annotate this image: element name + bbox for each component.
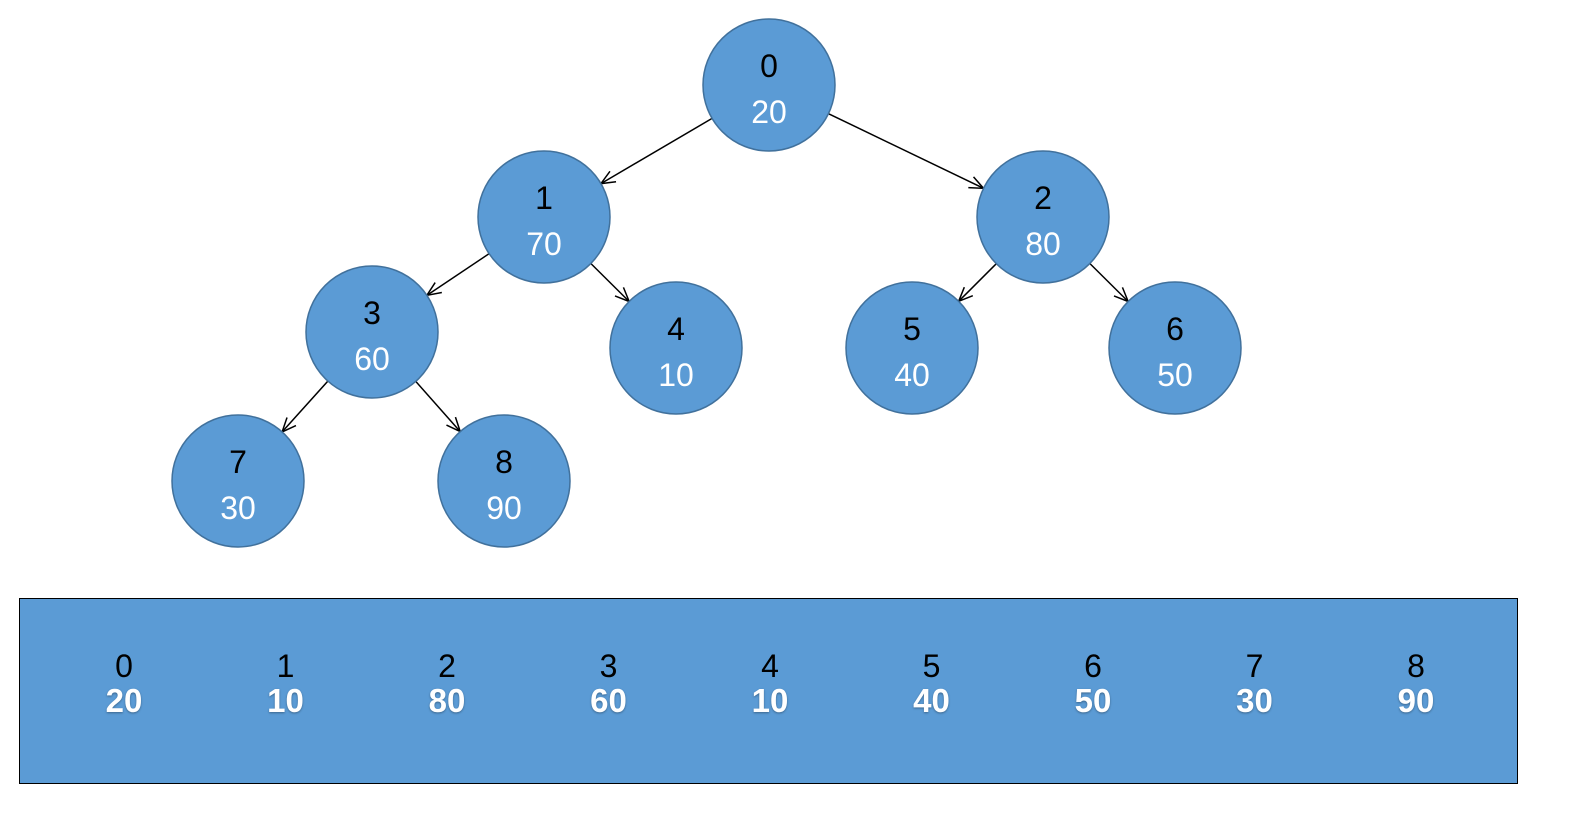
- array-cell-index: 0: [115, 648, 133, 684]
- tree-node-5: 540: [845, 281, 979, 415]
- tree-node-1: 170: [477, 150, 611, 284]
- node-index-label: 8: [495, 444, 513, 480]
- node-circle: [171, 414, 305, 548]
- edge-0-to-2: [828, 112, 983, 189]
- node-circle: [305, 265, 439, 399]
- edge-2-to-6: [1089, 262, 1128, 301]
- array-cell-index: 8: [1407, 648, 1425, 684]
- node-index-label: 2: [1034, 180, 1052, 216]
- node-index-label: 3: [363, 295, 381, 331]
- tree-edges: [282, 112, 1128, 432]
- array-cell-index: 6: [1084, 648, 1102, 684]
- array-cell-value: 20: [105, 682, 143, 719]
- edge-1-to-3: [427, 253, 490, 296]
- array-cell-index: 4: [761, 648, 779, 684]
- node-circle: [609, 281, 743, 415]
- node-index-label: 1: [535, 180, 553, 216]
- node-value-label: 10: [658, 357, 694, 393]
- array-cell-index: 3: [599, 648, 618, 684]
- edge-1-to-4: [590, 262, 629, 301]
- array-cell-value: 30: [1236, 682, 1273, 719]
- array-cell-value: 10: [751, 682, 789, 719]
- tree-node-2: 280: [976, 150, 1110, 284]
- array-cell-value: 60: [590, 682, 627, 719]
- edge-0-to-1: [601, 117, 713, 183]
- node-value-label: 50: [1157, 357, 1193, 393]
- array-cell-value: 80: [428, 682, 466, 719]
- node-value-label: 40: [894, 357, 930, 393]
- array-cell-value: 50: [1074, 682, 1112, 719]
- tree-node-8: 890: [437, 414, 571, 548]
- node-value-label: 90: [486, 490, 522, 526]
- node-index-label: 0: [760, 48, 778, 84]
- node-circle: [976, 150, 1110, 284]
- node-circle: [1108, 281, 1242, 415]
- tree-node-7: 730: [171, 414, 305, 548]
- tree-node-6: 650: [1108, 281, 1242, 415]
- array-cell-index: 5: [922, 648, 941, 684]
- edge-2-to-5: [959, 263, 997, 302]
- array-cell-value: 40: [913, 682, 950, 719]
- node-circle: [437, 414, 571, 548]
- node-circle: [845, 281, 979, 415]
- array-cell-index: 7: [1245, 648, 1264, 684]
- edge-3-to-7: [282, 380, 329, 432]
- array-cell-value: 10: [267, 682, 304, 719]
- array-cell-value: 90: [1397, 682, 1435, 719]
- array-cell-index: 2: [438, 648, 456, 684]
- node-circle: [702, 18, 836, 152]
- node-value-label: 80: [1025, 226, 1061, 262]
- tree-node-4: 410: [609, 281, 743, 415]
- node-index-label: 4: [667, 311, 685, 347]
- array-cell-index: 1: [276, 648, 295, 684]
- node-circle: [477, 150, 611, 284]
- node-index-label: 7: [229, 444, 247, 480]
- node-value-label: 20: [751, 94, 787, 130]
- edge-3-to-8: [415, 380, 460, 431]
- node-value-label: 30: [220, 490, 256, 526]
- node-value-label: 70: [526, 226, 562, 262]
- tree-node-0: 020: [702, 18, 836, 152]
- node-index-label: 6: [1166, 311, 1184, 347]
- node-value-label: 60: [354, 341, 390, 377]
- tree-node-3: 360: [305, 265, 439, 399]
- node-index-label: 5: [903, 311, 921, 347]
